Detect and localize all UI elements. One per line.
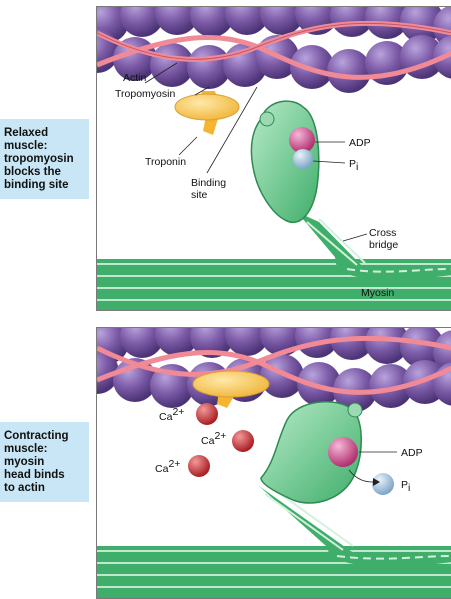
myosin-filament: [97, 259, 451, 310]
adp-label: ADP: [349, 137, 371, 149]
troponin-label: Troponin: [145, 156, 186, 168]
relaxed-muscle-label: Relaxed muscle: tropomyosin blocks the b…: [0, 119, 89, 199]
relaxed-panel: Actin Tropomyosin Troponin Binding site …: [96, 6, 451, 311]
tropomyosin-strand: [97, 20, 451, 80]
contracting-diagram: Ca2+ Ca2+ Ca2+ ADP Pi: [97, 328, 451, 598]
pi-label: Pi: [349, 158, 358, 173]
binding-site-label: Binding: [191, 177, 226, 189]
calcium-label: Ca2+: [159, 406, 184, 423]
calcium-label: Ca2+: [201, 430, 226, 447]
contracting-muscle-label: Contracting muscle: myosin head binds to…: [0, 422, 89, 502]
tropomyosin-label: Tropomyosin: [115, 88, 175, 100]
pi-label: Pi: [401, 479, 410, 494]
calcium-ion: [232, 430, 254, 452]
cross-bridge-label-2: bridge: [369, 239, 398, 251]
adp-molecule: [289, 127, 315, 153]
actin-label: Actin: [123, 72, 147, 84]
myosin-head: [260, 400, 363, 504]
cross-bridge: [259, 486, 451, 568]
calcium-ion: [188, 455, 210, 477]
adp-label: ADP: [401, 447, 423, 459]
actin-filament: [97, 328, 451, 412]
arrow-head-icon: [373, 478, 380, 486]
binding-site-label-2: site: [191, 189, 208, 201]
pi-molecule: [372, 473, 394, 495]
myosin-label: Myosin: [361, 287, 394, 299]
tropomyosin-strand: [97, 335, 451, 395]
troponin: [192, 370, 270, 408]
cross-bridge: [297, 212, 451, 281]
calcium-ion: [196, 403, 218, 425]
adp-molecule: [328, 437, 358, 467]
relaxed-diagram: Actin Tropomyosin Troponin Binding site …: [97, 7, 451, 310]
troponin: [174, 91, 240, 135]
contracting-panel: Ca2+ Ca2+ Ca2+ ADP Pi: [96, 327, 451, 599]
calcium-label: Ca2+: [155, 458, 180, 475]
cross-bridge-label: Cross: [369, 227, 396, 239]
myosin-filament: [97, 546, 451, 598]
pi-molecule: [293, 149, 313, 169]
